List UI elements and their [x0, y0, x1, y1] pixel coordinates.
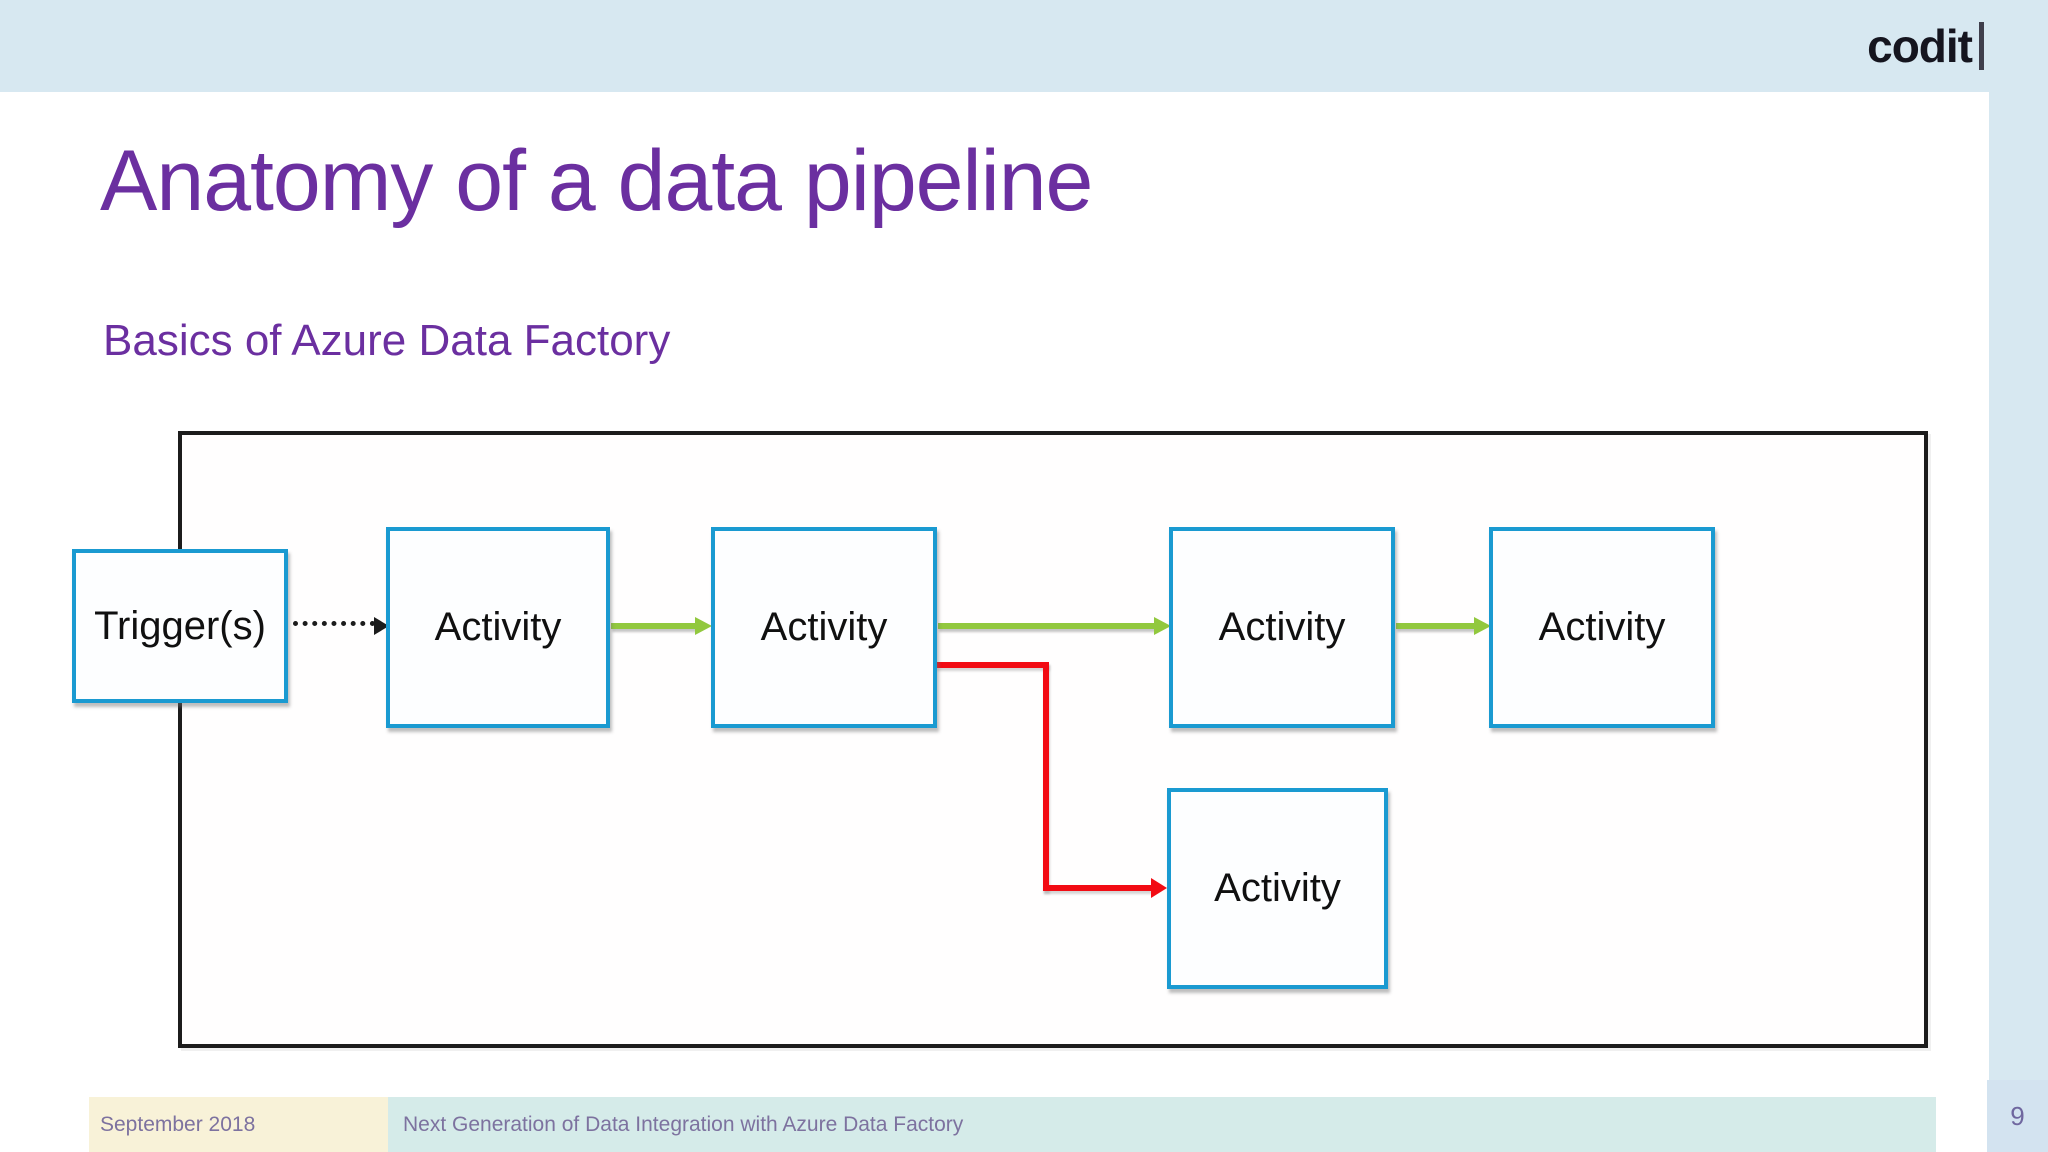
- red-branch-arrow-segment-2: [1043, 662, 1049, 891]
- activity-node-1: Activity: [386, 527, 610, 728]
- header-bar: [0, 0, 2048, 92]
- green-arrow-2-line: [938, 623, 1157, 629]
- green-arrow-1-head-icon: [695, 617, 712, 635]
- trigger-dotted-arrow-line: [293, 621, 375, 626]
- pipeline-boundary-box: [178, 431, 1928, 1048]
- footer-deck-title: Next Generation of Data Integration with…: [403, 1112, 964, 1136]
- codit-logo-text: codit: [1867, 20, 1973, 72]
- activity-node-5-label: Activity: [1214, 866, 1341, 910]
- activity-node-4: Activity: [1489, 527, 1715, 728]
- red-branch-arrow-head-icon: [1151, 878, 1167, 898]
- footer-deck-title-block: Next Generation of Data Integration with…: [388, 1097, 1936, 1152]
- green-arrow-3-head-icon: [1474, 617, 1491, 635]
- activity-node-5: Activity: [1167, 788, 1388, 989]
- activity-node-3-label: Activity: [1218, 605, 1346, 649]
- red-branch-arrow-segment-1: [936, 662, 1049, 668]
- activity-node-3: Activity: [1169, 527, 1395, 728]
- trigger-node-label: Trigger(s): [94, 603, 266, 648]
- footer-date-block: September 2018: [89, 1097, 388, 1152]
- trigger-dotted-arrow-head-icon: [374, 617, 389, 635]
- red-branch-arrow-segment-3: [1043, 885, 1153, 891]
- page-number-block: 9: [1987, 1080, 2048, 1152]
- activity-node-2-label: Activity: [760, 605, 888, 649]
- green-arrow-2-head-icon: [1154, 617, 1171, 635]
- green-arrow-1-line: [611, 623, 697, 629]
- codit-logo: codit: [1867, 20, 1984, 72]
- page-number: 9: [2010, 1100, 2025, 1131]
- green-arrow-3-line: [1396, 623, 1476, 629]
- activity-node-4-label: Activity: [1538, 605, 1666, 649]
- activity-node-1-label: Activity: [434, 605, 562, 649]
- page-title: Anatomy of a data pipeline: [100, 133, 1093, 229]
- right-margin-strip: [1989, 92, 2048, 1152]
- footer-date: September 2018: [100, 1112, 256, 1136]
- activity-node-2: Activity: [711, 527, 937, 728]
- codit-logo-bar: [1979, 22, 1984, 70]
- trigger-node: Trigger(s): [72, 549, 288, 703]
- page-subtitle: Basics of Azure Data Factory: [103, 316, 671, 365]
